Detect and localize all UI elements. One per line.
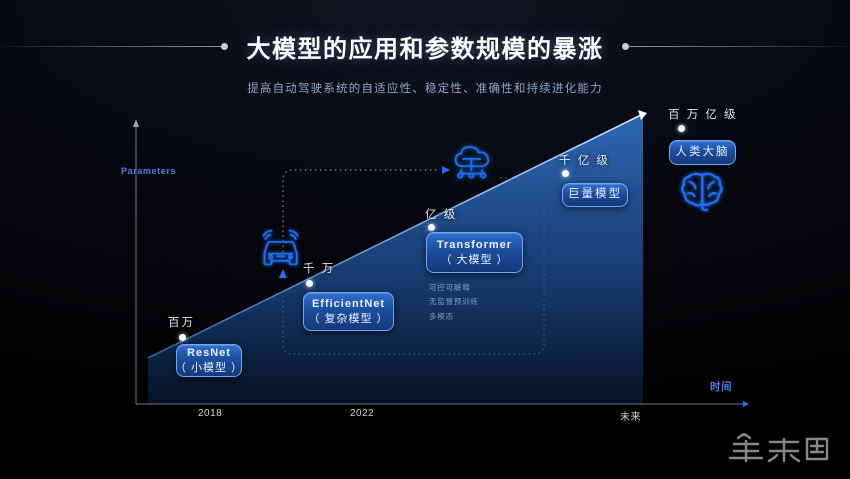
transformer-feature-list: 可控可解释 无监督预训练 多模态 xyxy=(429,281,479,324)
title-decoration-line-left xyxy=(0,46,224,47)
scale-label-ten-million: 千 万 xyxy=(303,263,336,275)
feature-item: 多模态 xyxy=(429,311,454,321)
model-name-juliang: 巨量模型 xyxy=(568,188,622,201)
feedback-loop-path xyxy=(282,169,440,252)
model-type-efficientnet: （ 复杂模型 ） xyxy=(308,312,389,325)
model-name-transformer: Transformer xyxy=(436,238,513,251)
feedback-loop-up-arrow xyxy=(279,269,287,278)
title-decoration-line-right xyxy=(626,46,850,47)
trend-line xyxy=(147,110,647,359)
cloud-compute-icon xyxy=(454,146,490,179)
title-row: 大模型的应用和参数规模的暴涨 xyxy=(0,28,850,64)
scale-label-million: 百万 xyxy=(168,317,195,329)
human-brain-icon xyxy=(681,172,723,212)
model-type-resnet: （ 小模型 ） xyxy=(174,361,244,374)
x-axis-label: 时间 xyxy=(710,381,733,393)
scale-label-hundred-million: 亿 级 xyxy=(425,209,458,221)
page-subtitle: 提高自动驾驶系统的自适应性、稳定性、准确性和持续进化能力 xyxy=(247,83,603,95)
node-dot-million xyxy=(179,334,186,341)
feature-item: 可控可解释 xyxy=(429,283,471,292)
model-box-transformer[interactable]: Transformer （ 大模型 ） xyxy=(426,232,523,273)
model-type-transformer: （ 大模型 ） xyxy=(440,253,509,266)
slide-header: 大模型的应用和参数规模的暴涨 提高自动驾驶系统的自适应性、稳定性、准确性和持续进… xyxy=(0,28,850,96)
x-tick-2018: 2018 xyxy=(198,408,223,419)
y-axis-label: Parameters xyxy=(121,166,177,176)
connected-car-icon xyxy=(262,229,299,266)
node-dot-hundred-million xyxy=(428,224,435,231)
node-dot-ten-million xyxy=(306,280,313,287)
node-dot-hundred-billion xyxy=(562,170,569,177)
model-name-efficientnet: EfficientNet xyxy=(311,297,386,310)
scale-label-hundred-billion: 千 亿 级 xyxy=(559,155,610,167)
feature-item: 无监督预训练 xyxy=(429,297,479,307)
x-tick-2022: 2022 xyxy=(350,408,375,419)
node-dot-hundred-trillion xyxy=(678,125,685,132)
model-box-human-brain[interactable]: 人类大脑 xyxy=(669,140,736,165)
model-box-efficientnet[interactable]: EfficientNet （ 复杂模型 ） xyxy=(303,292,394,331)
model-box-juliang[interactable]: 巨量模型 xyxy=(562,183,628,207)
feedback-loop-arrow xyxy=(442,166,450,174)
model-name-resnet: ResNet xyxy=(187,346,231,359)
trend-area xyxy=(148,114,643,404)
title-decoration-dot-right xyxy=(622,43,629,50)
model-name-human-brain: 人类大脑 xyxy=(675,145,730,158)
y-axis xyxy=(133,119,139,404)
x-tick-future: 未来 xyxy=(620,412,641,423)
page-title: 大模型的应用和参数规模的暴涨 xyxy=(246,35,604,63)
feedback-loop-return-path xyxy=(282,177,545,355)
scale-label-hundred-trillion: 百 万 亿 级 xyxy=(668,109,738,121)
model-box-resnet[interactable]: ResNet （ 小模型 ） xyxy=(174,344,244,377)
chedongxi-logo xyxy=(728,432,829,463)
title-decoration-dot-left xyxy=(221,43,228,50)
